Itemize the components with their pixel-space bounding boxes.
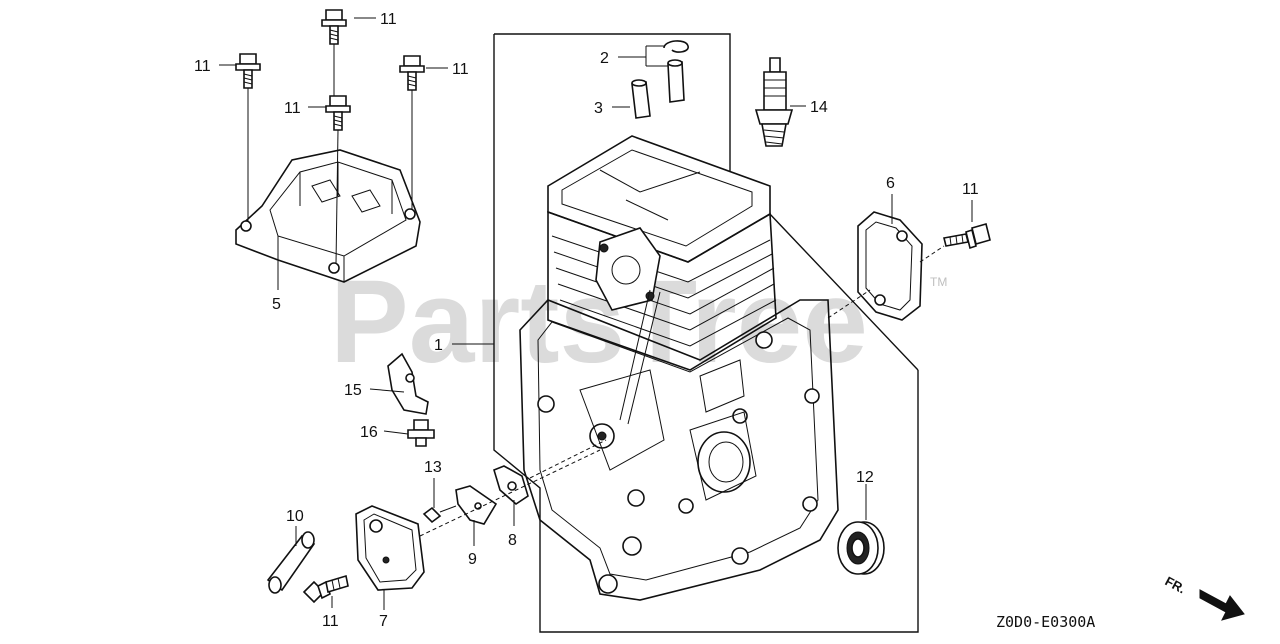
bolt-11-top[interactable] xyxy=(321,9,347,45)
head-cover-part[interactable] xyxy=(235,149,421,283)
side-cover-part[interactable] xyxy=(355,505,425,591)
screw-13-part[interactable] xyxy=(422,505,457,524)
callout-16: 16 xyxy=(360,424,378,441)
callout-7: 7 xyxy=(379,613,388,630)
oil-seal-part[interactable] xyxy=(837,521,885,575)
callout-11-bottom: 11 xyxy=(322,613,339,630)
crankcase-part[interactable] xyxy=(519,135,839,601)
callout-1: 1 xyxy=(434,337,443,354)
callout-8: 8 xyxy=(508,532,517,549)
assembly-frame-left xyxy=(493,34,919,633)
bolt-11-right[interactable] xyxy=(399,55,425,91)
diagram-code: Z0D0-E0300A xyxy=(996,613,1095,631)
cylinder-head-top xyxy=(547,135,771,263)
bolt-16-part[interactable] xyxy=(407,419,435,447)
callout-15: 15 xyxy=(344,382,362,399)
plate-9-part[interactable] xyxy=(455,485,498,525)
bracket-part[interactable] xyxy=(387,352,429,415)
callout-11-mid: 11 xyxy=(284,100,301,117)
watermark-tm: TM xyxy=(930,275,947,289)
callout-13: 13 xyxy=(424,459,442,476)
callout-11-right: 11 xyxy=(452,61,469,78)
callout-12: 12 xyxy=(856,469,874,486)
callout-6: 6 xyxy=(886,175,895,192)
front-label: FR. xyxy=(1163,573,1189,596)
callout-3: 3 xyxy=(594,100,603,117)
callout-11-left: 11 xyxy=(194,58,211,75)
callout-14: 14 xyxy=(810,99,828,116)
bolt-11-left[interactable] xyxy=(235,53,261,89)
cover-plate-part[interactable] xyxy=(857,211,923,321)
front-arrow-icon xyxy=(1199,589,1245,621)
pin-part[interactable] xyxy=(631,59,685,119)
callout-11-side: 11 xyxy=(962,181,979,198)
callout-11-top: 11 xyxy=(380,11,397,28)
spark-plug-part[interactable] xyxy=(754,57,794,147)
callout-5: 5 xyxy=(272,296,281,313)
tube-part[interactable] xyxy=(266,531,316,594)
bolt-11-mid[interactable] xyxy=(325,95,351,131)
assembly-frame-right xyxy=(494,33,919,371)
bolt-11-bottom[interactable] xyxy=(302,574,349,604)
clip-part[interactable] xyxy=(663,40,689,53)
bolt-11-side[interactable] xyxy=(943,223,991,250)
callout-10: 10 xyxy=(286,508,304,525)
front-direction-indicator: FR. xyxy=(1163,573,1245,621)
callout-9: 9 xyxy=(468,551,477,568)
gasket-8-part[interactable] xyxy=(493,465,529,506)
callout-2: 2 xyxy=(600,50,609,67)
